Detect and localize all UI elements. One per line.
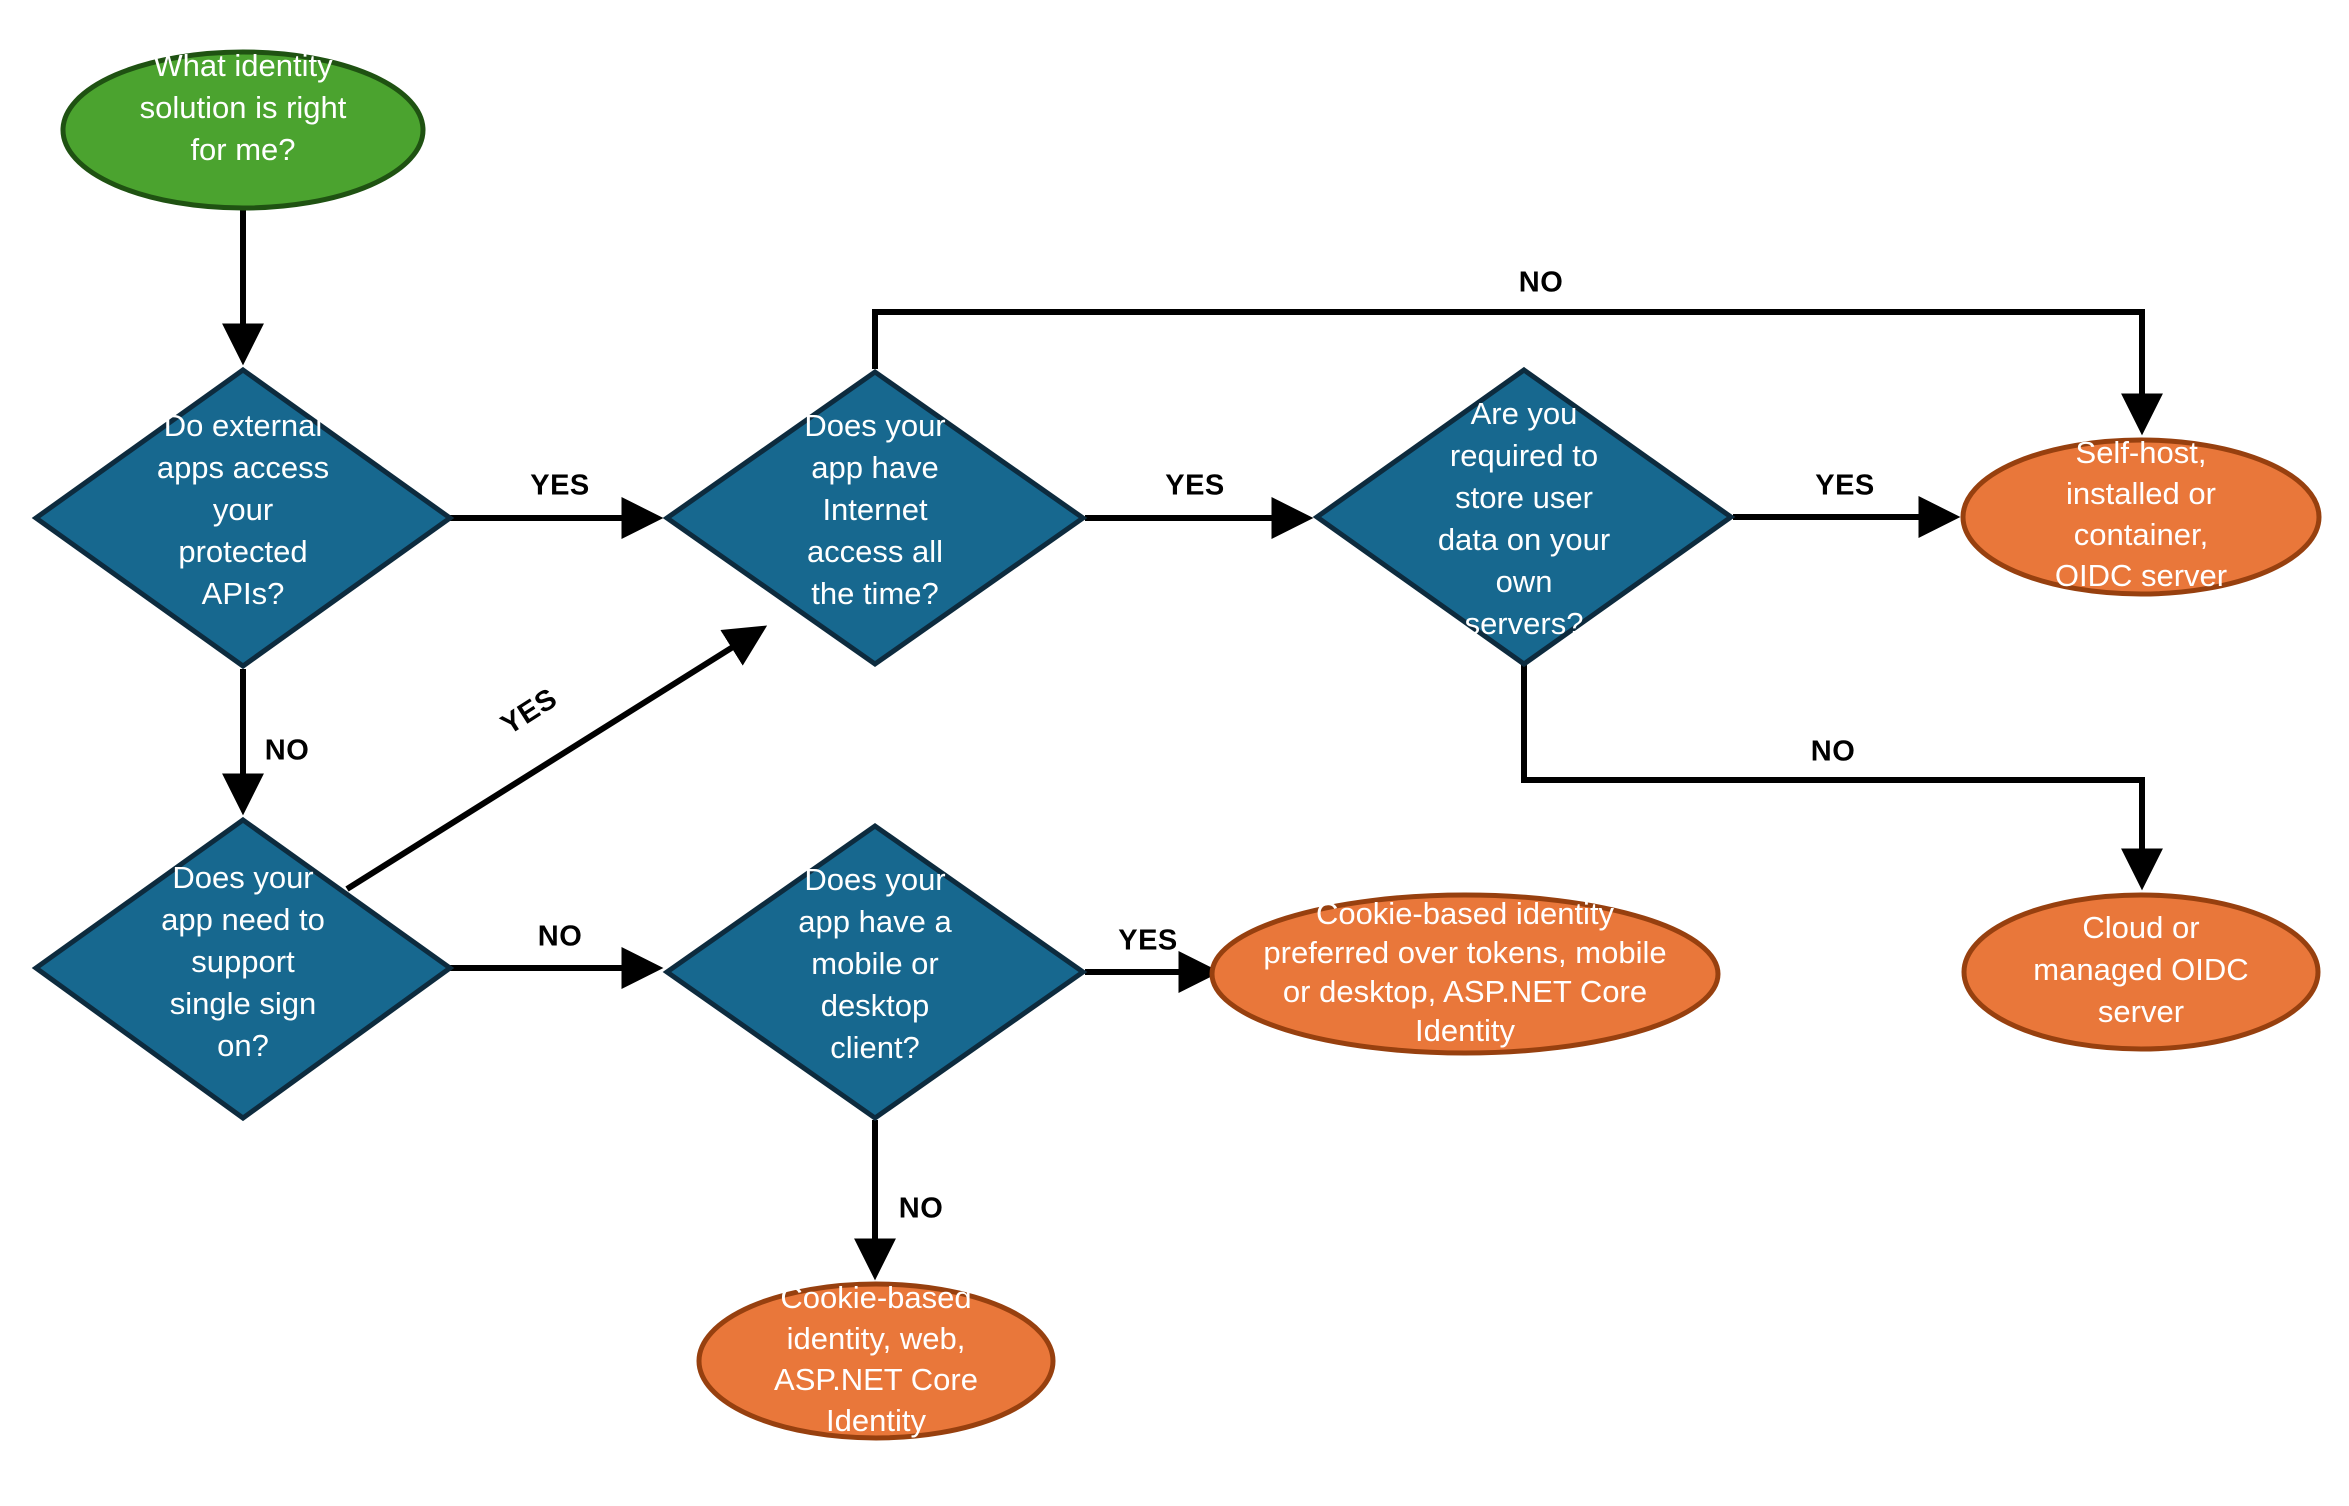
cookie-web-ellipse[interactable] [696,1281,1056,1441]
single-sign-on-diamond[interactable] [31,816,455,1122]
start-ellipse[interactable] [60,49,426,211]
node-self-host-oidc[interactable]: Self-host, installed or container, OIDC … [1960,435,2322,597]
edge-internet-access-yes: YES [1085,470,1314,539]
cookie-mobile-desktop-ellipse[interactable] [1209,892,1721,1056]
edge-label-mobile-desktop-yes: YES [1118,925,1178,957]
edge-external-apis-no: NO [222,669,310,816]
edge-external-apis-yes: YES [450,470,664,539]
edge-label-mobile-desktop-no: NO [899,1193,944,1225]
node-external-apis[interactable]: Do external apps access your protected A… [31,366,455,670]
node-start[interactable]: What identity solution is right for me? [60,48,426,211]
store-user-data-diamond[interactable] [1312,366,1736,668]
edge-label-external-apis-yes: YES [530,470,590,502]
internet-access-diamond[interactable] [662,368,1088,668]
edge-single-sign-on-yes: YES [345,625,768,892]
edge-label-external-apis-no: NO [265,735,310,767]
node-internet-access[interactable]: Does your app have Internet access all t… [662,368,1088,668]
edge-mobile-desktop-yes: YES [1085,925,1221,993]
edge-single-sign-on-no: NO [450,921,664,989]
self-host-oidc-ellipse[interactable] [1960,437,2322,597]
node-mobile-desktop-client[interactable]: Does your app have a mobile or desktop c… [662,822,1088,1122]
edge-label-internet-access-yes: YES [1165,470,1225,502]
edge-mobile-desktop-no: NO [854,1120,944,1281]
node-store-user-data[interactable]: Are you required to store user data on y… [1312,366,1736,668]
mobile-desktop-client-diamond[interactable] [662,822,1088,1122]
node-cookie-web[interactable]: Cookie-based identity, web, ASP.NET Core… [696,1280,1056,1441]
edge-store-user-data-yes: YES [1733,470,1961,538]
edge-label-single-sign-on-no: NO [538,921,583,953]
edge-store-user-data-no: NO [1521,663,2163,891]
external-apis-diamond[interactable] [31,366,455,670]
edge-internet-access-no: NO [872,267,2163,436]
edge-label-internet-access-no: NO [1519,267,1564,299]
node-cookie-mobile-desktop[interactable]: Cookie-based identity preferred over tok… [1209,892,1721,1056]
edge-label-single-sign-on-yes: YES [496,682,563,741]
node-cloud-managed-oidc[interactable]: Cloud or managed OIDC server [1961,892,2321,1052]
edge-label-store-user-data-no: NO [1811,736,1856,768]
edge-label-store-user-data-yes: YES [1815,470,1875,502]
cloud-managed-oidc-ellipse[interactable] [1961,892,2321,1052]
